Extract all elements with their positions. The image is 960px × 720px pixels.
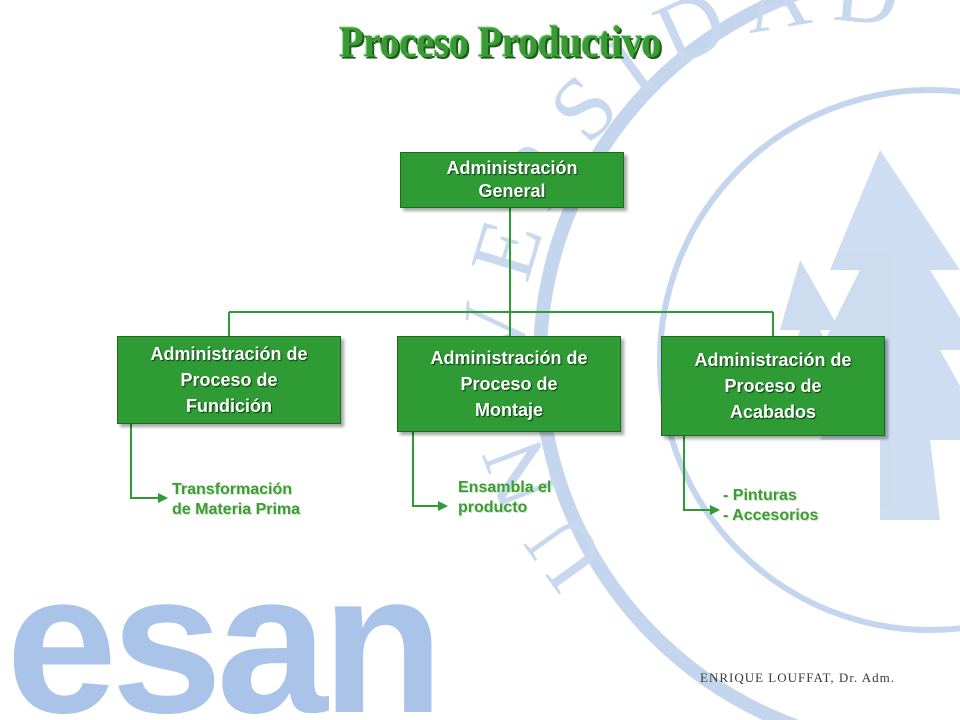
node-proceso-fundicion: Administración de Proceso de Fundición xyxy=(117,336,341,424)
author-credit: ENRIQUE LOUFFAT, Dr. Adm. xyxy=(700,670,895,685)
note-acabados: - Pinturas - Accesorios xyxy=(723,487,819,524)
node-administracion-general: Administración General xyxy=(400,152,624,208)
arrow-head-icon xyxy=(158,493,168,503)
arrow-head-icon xyxy=(710,505,720,515)
node-proceso-montaje: Administración de Proceso de Montaje xyxy=(397,336,621,432)
arrow-head-icon xyxy=(438,501,448,511)
slide-title: Proceso Productivo xyxy=(339,16,661,67)
note-montaje: Ensambla el producto xyxy=(458,479,552,516)
note-fundicion: Transformación de Materia Prima xyxy=(172,481,301,518)
node-proceso-acabados: Administración de Proceso de Acabados xyxy=(661,336,885,436)
